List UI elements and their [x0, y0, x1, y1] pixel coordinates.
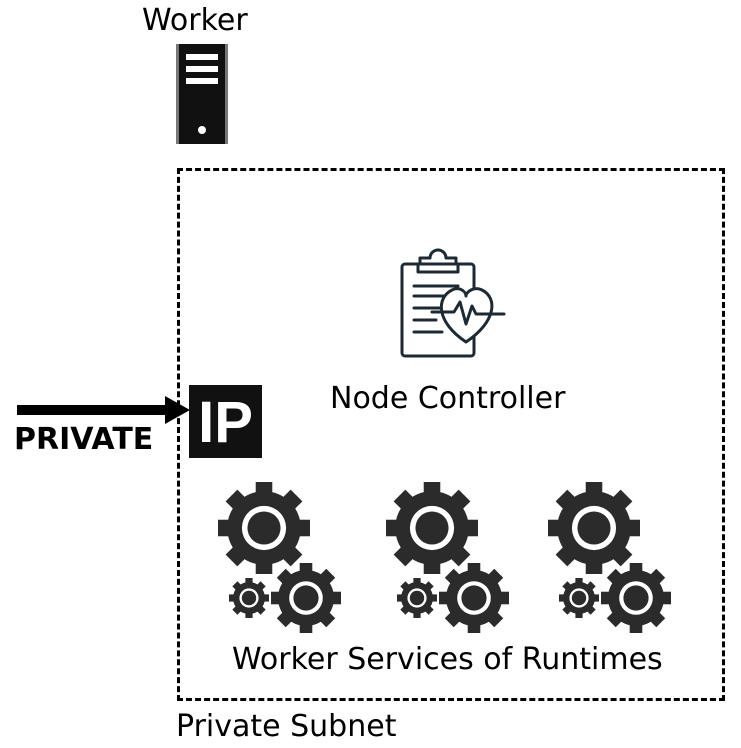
ip-icon: IP	[189, 385, 262, 458]
gears-icon	[548, 482, 678, 634]
private-label: PRIVATE	[14, 422, 154, 457]
private-subnet-boundary	[177, 168, 725, 701]
worker-title: Worker	[142, 3, 248, 38]
private-ingress-arrow	[17, 396, 190, 424]
worker-services-label: Worker Services of Runtimes	[232, 642, 663, 677]
private-subnet-label: Private Subnet	[176, 709, 397, 744]
gears-icon	[218, 482, 348, 634]
clipboard-heart-icon	[400, 248, 506, 358]
server-icon	[176, 44, 228, 144]
gears-icon	[386, 482, 516, 634]
node-controller-label: Node Controller	[330, 381, 566, 416]
ip-icon-text: IP	[198, 390, 253, 455]
